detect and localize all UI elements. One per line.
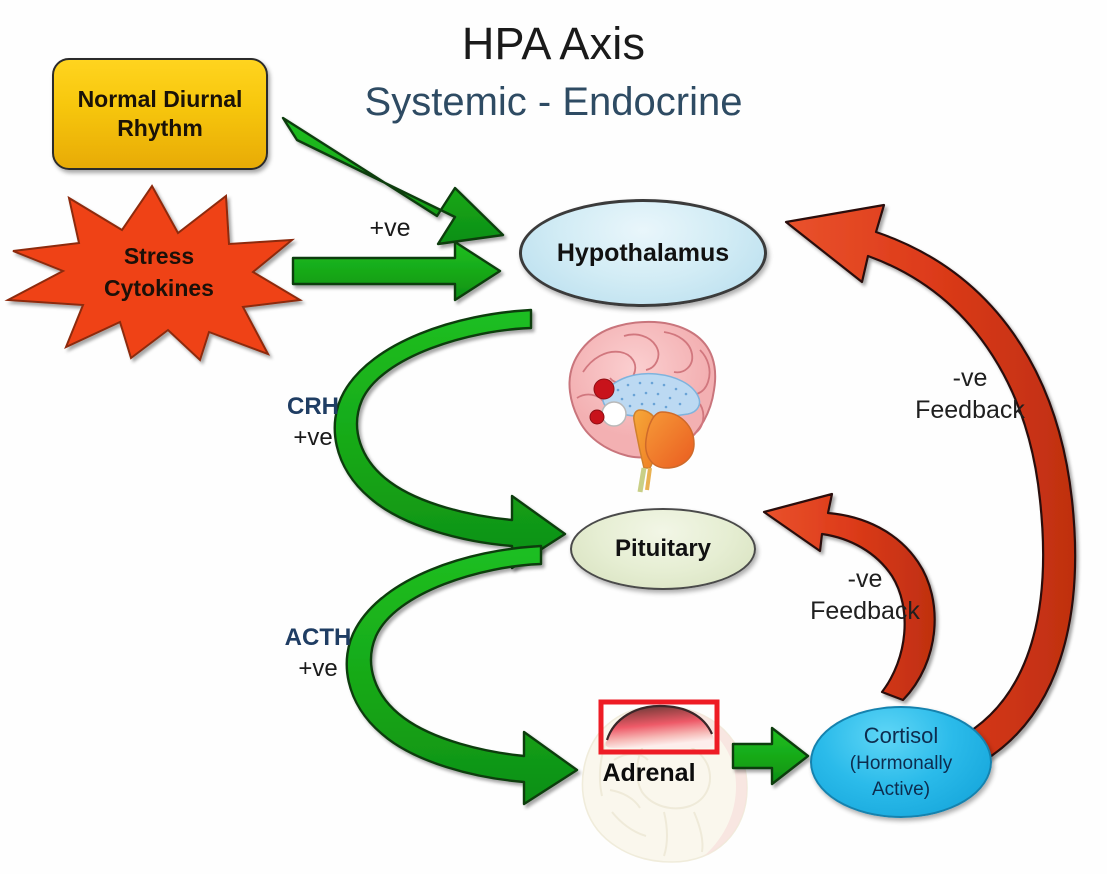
label-acth-hormone: ACTH	[284, 624, 352, 651]
label-acth-sign: +ve	[298, 654, 338, 682]
label-fb-hypo-line2: Feedback	[915, 396, 1025, 424]
node-cortisol[interactable]: Cortisol (Hormonally Active)	[810, 706, 992, 818]
label-positive-hypothalamus: +ve	[369, 214, 411, 242]
node-label: Hypothalamus	[556, 238, 730, 267]
page-subtitle: Systemic - Endocrine	[364, 80, 743, 124]
node-adrenal-label[interactable]: Adrenal	[602, 759, 696, 787]
node-label: Pituitary	[614, 535, 712, 562]
label-negative-feedback-pituitary: -ve Feedback	[790, 563, 940, 627]
label-negative-feedback-hypothalamus: -ve Feedback	[895, 362, 1045, 426]
node-label: Stress Cytokines	[104, 242, 214, 301]
label-crh-sign: +ve	[293, 423, 333, 451]
label-crh-hormone: CRH	[287, 393, 339, 420]
arrow-acth-to-adrenal	[345, 544, 579, 806]
arrow-adrenal-to-cortisol	[731, 726, 810, 786]
arrow-cortisol-to-hypothalamus-feedback	[784, 203, 1077, 764]
node-label: Cortisol (Hormonally Active)	[849, 722, 953, 800]
adrenal-highlight-rect	[598, 699, 720, 755]
brain-pituitary-marker	[601, 401, 627, 427]
brain-extra-marker	[589, 409, 605, 425]
brain-hypothalamus-marker	[593, 378, 615, 400]
node-label: Normal Diurnal Rhythm	[77, 86, 243, 141]
label-fb-pit-line2: Feedback	[810, 597, 920, 625]
arrow-crh-to-pituitary	[333, 308, 567, 570]
node-pituitary[interactable]: Pituitary	[570, 508, 756, 590]
node-stress-cytokines[interactable]: Stress Cytokines	[0, 182, 300, 362]
brain-illustration	[568, 320, 717, 493]
label-fb-pit-line1: -ve	[847, 565, 883, 593]
label-crh: CRH +ve	[258, 392, 368, 453]
label-acth: ACTH +ve	[258, 623, 378, 684]
arrow-stress-to-hypothalamus	[291, 240, 502, 302]
label-fb-hypo-line1: -ve	[952, 364, 988, 392]
adrenal-gland-illustration	[605, 704, 714, 748]
node-hypothalamus[interactable]: Hypothalamus	[519, 199, 767, 307]
page-title: HPA Axis	[461, 18, 646, 69]
node-normal-diurnal-rhythm[interactable]: Normal Diurnal Rhythm	[52, 58, 268, 170]
